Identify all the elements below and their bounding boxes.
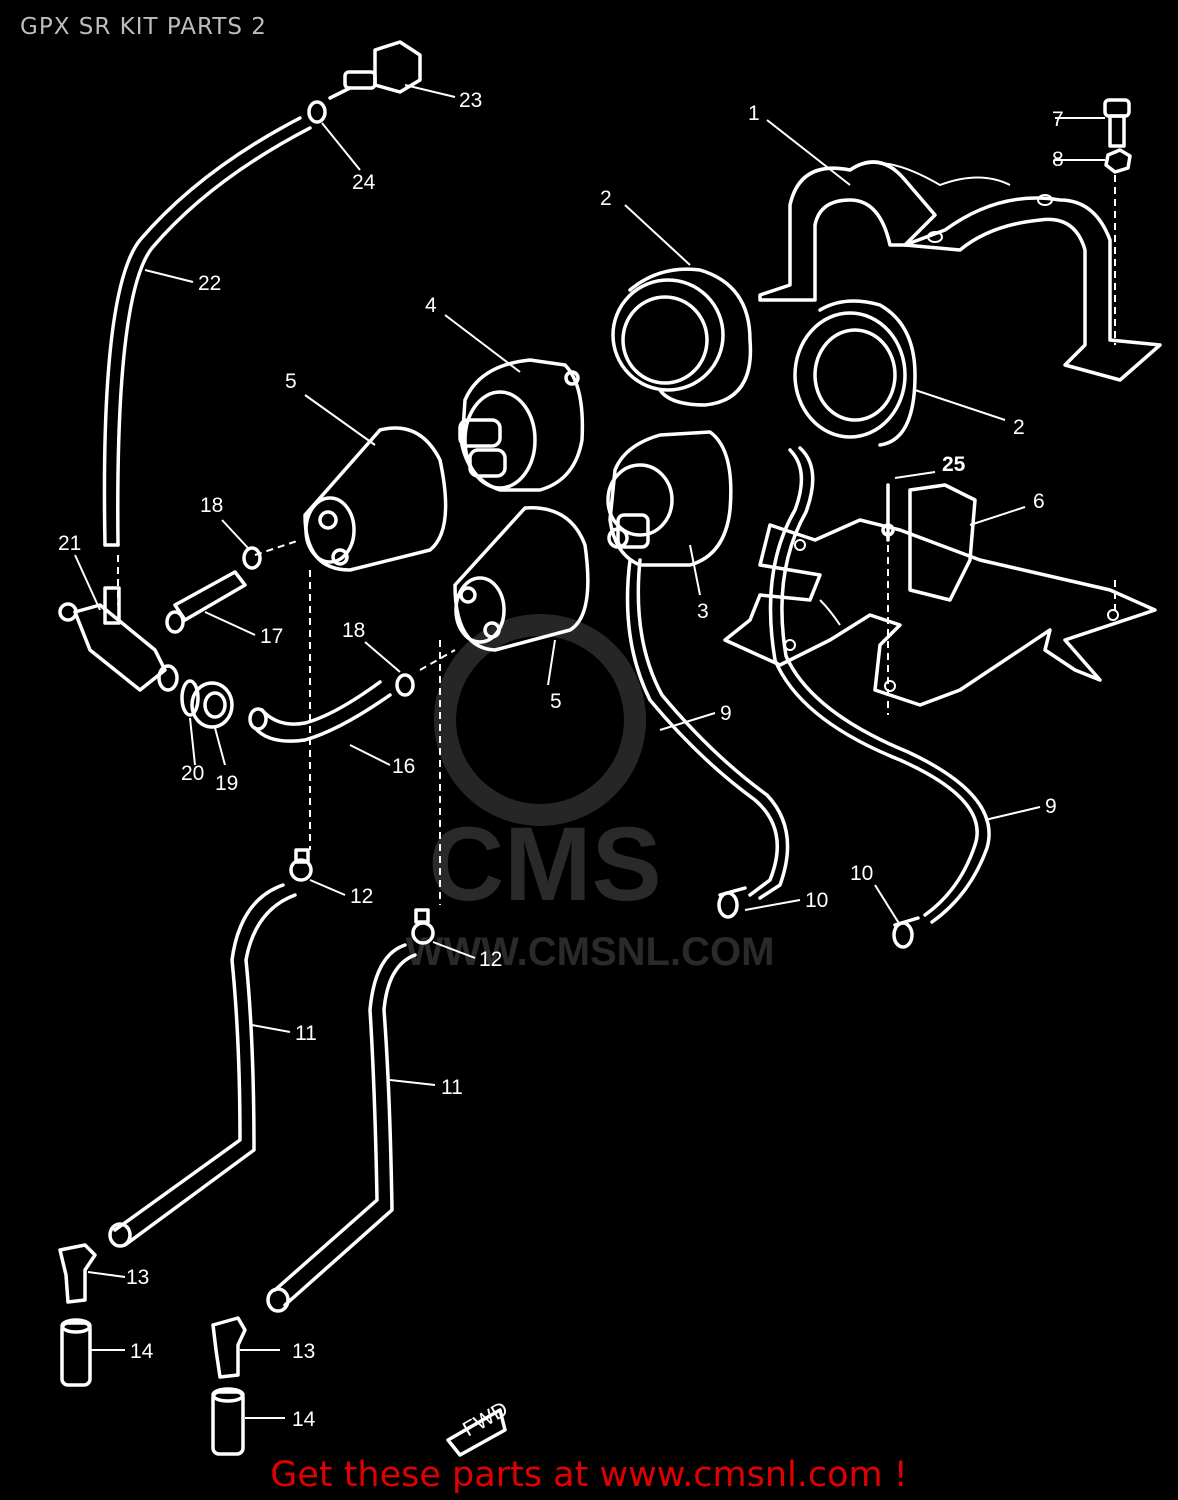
callout-11-left: 11 [295, 1022, 317, 1045]
part-2-coil-band-lower [793, 299, 917, 447]
part-8-nut [1104, 148, 1132, 174]
part-3-ignition-coil [606, 430, 733, 567]
callout-16: 16 [392, 755, 415, 778]
part-11-plug-lead-right [273, 943, 417, 1307]
part-23-connector [328, 40, 422, 100]
part-20-washer [180, 679, 200, 717]
part-11-plug-lead-left [113, 883, 297, 1247]
part-24-ferrule [307, 100, 327, 124]
callout-3: 3 [697, 600, 709, 623]
part-10-terminal-left [717, 886, 747, 919]
callout-10-left: 10 [805, 889, 828, 912]
callout-24: 24 [352, 171, 376, 194]
callout-5-upper: 5 [285, 370, 297, 393]
assembly-lines [117, 175, 1116, 905]
callout-9-right: 9 [1045, 795, 1057, 818]
callout-21: 21 [58, 532, 81, 555]
page-title: GPX SR KIT PARTS 2 [20, 14, 267, 40]
callout-19: 19 [215, 772, 238, 795]
callout-14-left: 14 [130, 1340, 154, 1363]
callout-25: 25 [942, 453, 966, 476]
callout-numbers: 1 2 2 3 4 5 5 6 7 8 9 9 10 10 11 11 12 1… [58, 89, 1064, 1431]
part-17-pipe [165, 570, 247, 634]
callout-10-right: 10 [850, 862, 873, 885]
callout-2-lower: 2 [1013, 416, 1025, 439]
callout-6: 6 [1033, 490, 1045, 513]
part-22-long-hose [102, 116, 312, 547]
callout-2-upper: 2 [600, 187, 612, 210]
callout-1: 1 [748, 102, 760, 125]
part-25-pin [881, 483, 895, 542]
fwd-label: FWD [459, 1397, 512, 1441]
part-7-bolt [1103, 98, 1131, 148]
part-4-ignition-coil [458, 358, 585, 492]
callout-14-right: 14 [292, 1408, 316, 1431]
part-16-hose [248, 680, 392, 743]
part-12-clamp-right [411, 908, 435, 945]
part-9-high-tension-lead-left [625, 558, 790, 900]
callout-18-upper: 18 [200, 494, 223, 517]
callout-22: 22 [198, 272, 221, 295]
callout-8: 8 [1052, 148, 1064, 171]
callout-5-lower: 5 [550, 690, 562, 713]
callout-12-left: 12 [350, 885, 373, 908]
part-18-clip-lower [395, 673, 415, 697]
part-14-cover-right [211, 1387, 245, 1456]
fwd-arrow: FWD [446, 1397, 512, 1457]
part-12-clamp-left [289, 848, 313, 882]
part-13-plug-cap-left [58, 1222, 132, 1304]
part-21-joint [58, 586, 179, 692]
callout-18-lower: 18 [342, 619, 365, 642]
part-19-grommet [190, 681, 234, 729]
callout-12-right: 12 [479, 948, 502, 971]
leader-lines [74, 84, 1105, 1419]
cmsnl-watermark: CMS WWW.CMSNL.COM [406, 614, 775, 974]
watermark-brand: CMS [428, 806, 661, 923]
part-5-spark-coil-lower [453, 506, 590, 652]
callout-20: 20 [181, 762, 204, 785]
callout-9-left: 9 [720, 702, 732, 725]
part-18-clip-upper [242, 546, 262, 570]
callout-4: 4 [425, 294, 437, 317]
callout-13-right: 13 [292, 1340, 315, 1363]
watermark-url: WWW.CMSNL.COM [406, 930, 775, 974]
part-9-high-tension-lead-right [768, 446, 991, 924]
part-5-spark-coil-upper [303, 426, 448, 572]
part-13-plug-cap-right [211, 1287, 290, 1379]
callout-7: 7 [1052, 108, 1064, 131]
part-14-cover-left [60, 1318, 92, 1387]
part-6-base-plate [723, 483, 1157, 707]
callout-11-right: 11 [441, 1076, 463, 1099]
callout-23: 23 [459, 89, 482, 112]
footer-link[interactable]: Get these parts at www.cmsnl.com ! [270, 1455, 908, 1495]
callout-13-left: 13 [126, 1266, 149, 1289]
part-2-coil-band-upper [611, 267, 753, 407]
part-1-bracket [758, 160, 1162, 382]
callout-17: 17 [260, 625, 283, 648]
